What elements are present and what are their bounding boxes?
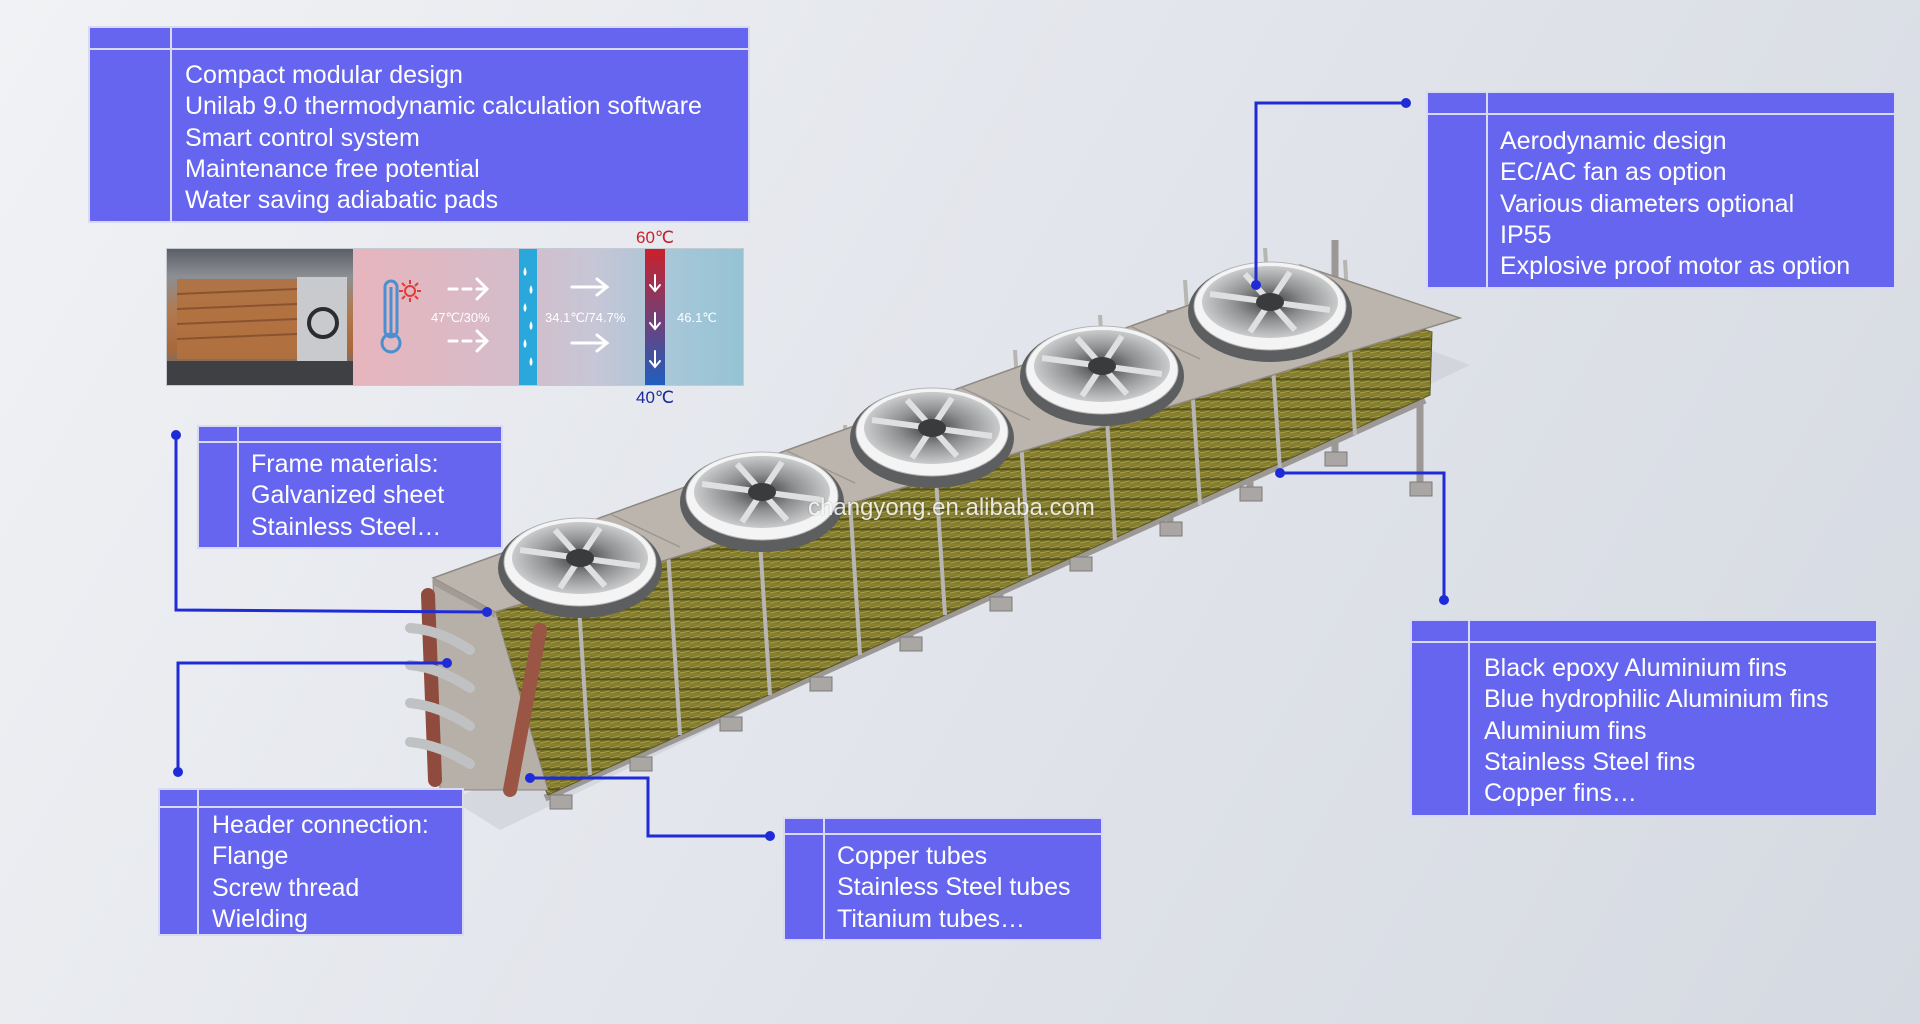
box-left-column (90, 28, 172, 221)
fan-3 (850, 387, 1014, 488)
feature-line: Unilab 9.0 thermodynamic calculation sof… (185, 92, 702, 121)
box-top-band (785, 819, 1101, 835)
tube-materials-box: Copper tubes Stainless Steel tubes Titan… (783, 817, 1103, 941)
sun-icon (399, 280, 421, 302)
leader-fins (1280, 471, 1446, 600)
feature-line: Stainless Steel… (251, 512, 442, 541)
box-top-band (1412, 621, 1876, 643)
support-feet (549, 451, 1433, 810)
leader-dots (171, 98, 1449, 841)
feature-line: Compact modular design (185, 61, 463, 89)
watermark: changyong.en.alibaba.com (808, 494, 1095, 521)
leader-header (176, 661, 447, 772)
deck-edge (433, 578, 495, 618)
fan-5 (1188, 261, 1352, 362)
header-connection-list: Header connection: Flange Screw thread W… (212, 810, 429, 935)
box-left-column (1412, 621, 1470, 815)
feature-line: Aluminium fins (1484, 716, 1647, 745)
water-pad-column (519, 249, 537, 385)
feature-line: Flange (212, 842, 289, 871)
leader-tubes (530, 776, 770, 838)
feature-line: Screw thread (212, 873, 360, 902)
deck-panel-seams (609, 325, 1201, 548)
feature-line: Frame materials: (251, 450, 439, 478)
feature-line: Galvanized sheet (251, 481, 445, 510)
feature-line: Water saving adiabatic pads (185, 186, 499, 215)
fan-features-box: Aerodynamic design EC/AC fan as option V… (1426, 91, 1896, 289)
box-top-band (199, 427, 501, 443)
feature-line: Stainless Steel fins (1484, 747, 1696, 776)
fan-4 (1020, 325, 1184, 426)
pre-cooled-air-condition: 34.1℃/74.7% (545, 310, 626, 325)
feature-line: Explosive proof motor as option (1500, 252, 1851, 281)
arrow-down-icon (649, 274, 661, 369)
feature-line: Smart control system (185, 123, 420, 152)
feature-line: Blue hydrophilic Aluminium fins (1484, 685, 1829, 714)
frame-materials-box: Frame materials: Galvanized sheet Stainl… (197, 425, 503, 549)
air-temperature-gradient (353, 249, 743, 385)
fin-materials-box: Black epoxy Aluminium fins Blue hydrophi… (1410, 619, 1878, 817)
leader-fan (1254, 101, 1406, 285)
feature-line: Maintenance free potential (185, 154, 480, 183)
fan-2 (680, 451, 844, 552)
outlet-air-temperature: 46.1℃ (677, 310, 717, 325)
box-left-column (785, 819, 825, 939)
feature-line: Stainless Steel tubes (837, 873, 1071, 902)
feature-line: Wielding (212, 904, 308, 933)
box-top-band (1428, 93, 1894, 115)
header-connection-box: Header connection: Flange Screw thread W… (158, 788, 464, 936)
box-left-column (160, 790, 199, 934)
header-pipes (405, 588, 547, 797)
box-top-band (160, 790, 462, 808)
feature-line: Titanium tubes… (837, 904, 1026, 933)
fan-features-list: Aerodynamic design EC/AC fan as option V… (1500, 126, 1850, 282)
feature-line: Aerodynamic design (1500, 127, 1727, 155)
water-drop-icon (523, 267, 533, 366)
box-left-column (199, 427, 239, 547)
box-top-band (90, 28, 748, 50)
main-features-box: Compact modular design Unilab 9.0 thermo… (88, 26, 750, 223)
arrow-right-icon (447, 277, 610, 353)
feature-line: Various diameters optional (1500, 189, 1795, 218)
feature-line: IP55 (1500, 220, 1552, 249)
fluid-out-temperature: 40℃ (636, 388, 675, 407)
box-left-column (1428, 93, 1488, 287)
fin-materials-list: Black epoxy Aluminium fins Blue hydrophi… (1484, 653, 1829, 809)
process-graphics (380, 249, 665, 385)
adiabatic-process-strip: 47℃/30% 34.1℃/74.7% 46.1℃ (166, 248, 744, 386)
fluid-in-temperature: 60℃ (636, 228, 675, 247)
leader-frame (174, 435, 488, 614)
feature-line: Copper fins… (1484, 779, 1637, 808)
main-features-list: Compact modular design Unilab 9.0 thermo… (185, 60, 702, 216)
feature-line: Black epoxy Aluminium fins (1484, 654, 1787, 682)
frame-materials-list: Frame materials: Galvanized sheet Stainl… (251, 449, 444, 543)
feature-line: Copper tubes (837, 842, 988, 870)
feature-line: Header connection: (212, 811, 429, 839)
thermometer-icon (380, 279, 402, 354)
fan-1 (498, 517, 662, 618)
tube-materials-list: Copper tubes Stainless Steel tubes Titan… (837, 841, 1070, 935)
adiabatic-pad-photo (167, 249, 353, 385)
feature-line: EC/AC fan as option (1500, 158, 1727, 187)
fan-row (498, 261, 1352, 618)
leader-lines (174, 101, 1446, 838)
inlet-air-condition: 47℃/30% (431, 310, 490, 325)
